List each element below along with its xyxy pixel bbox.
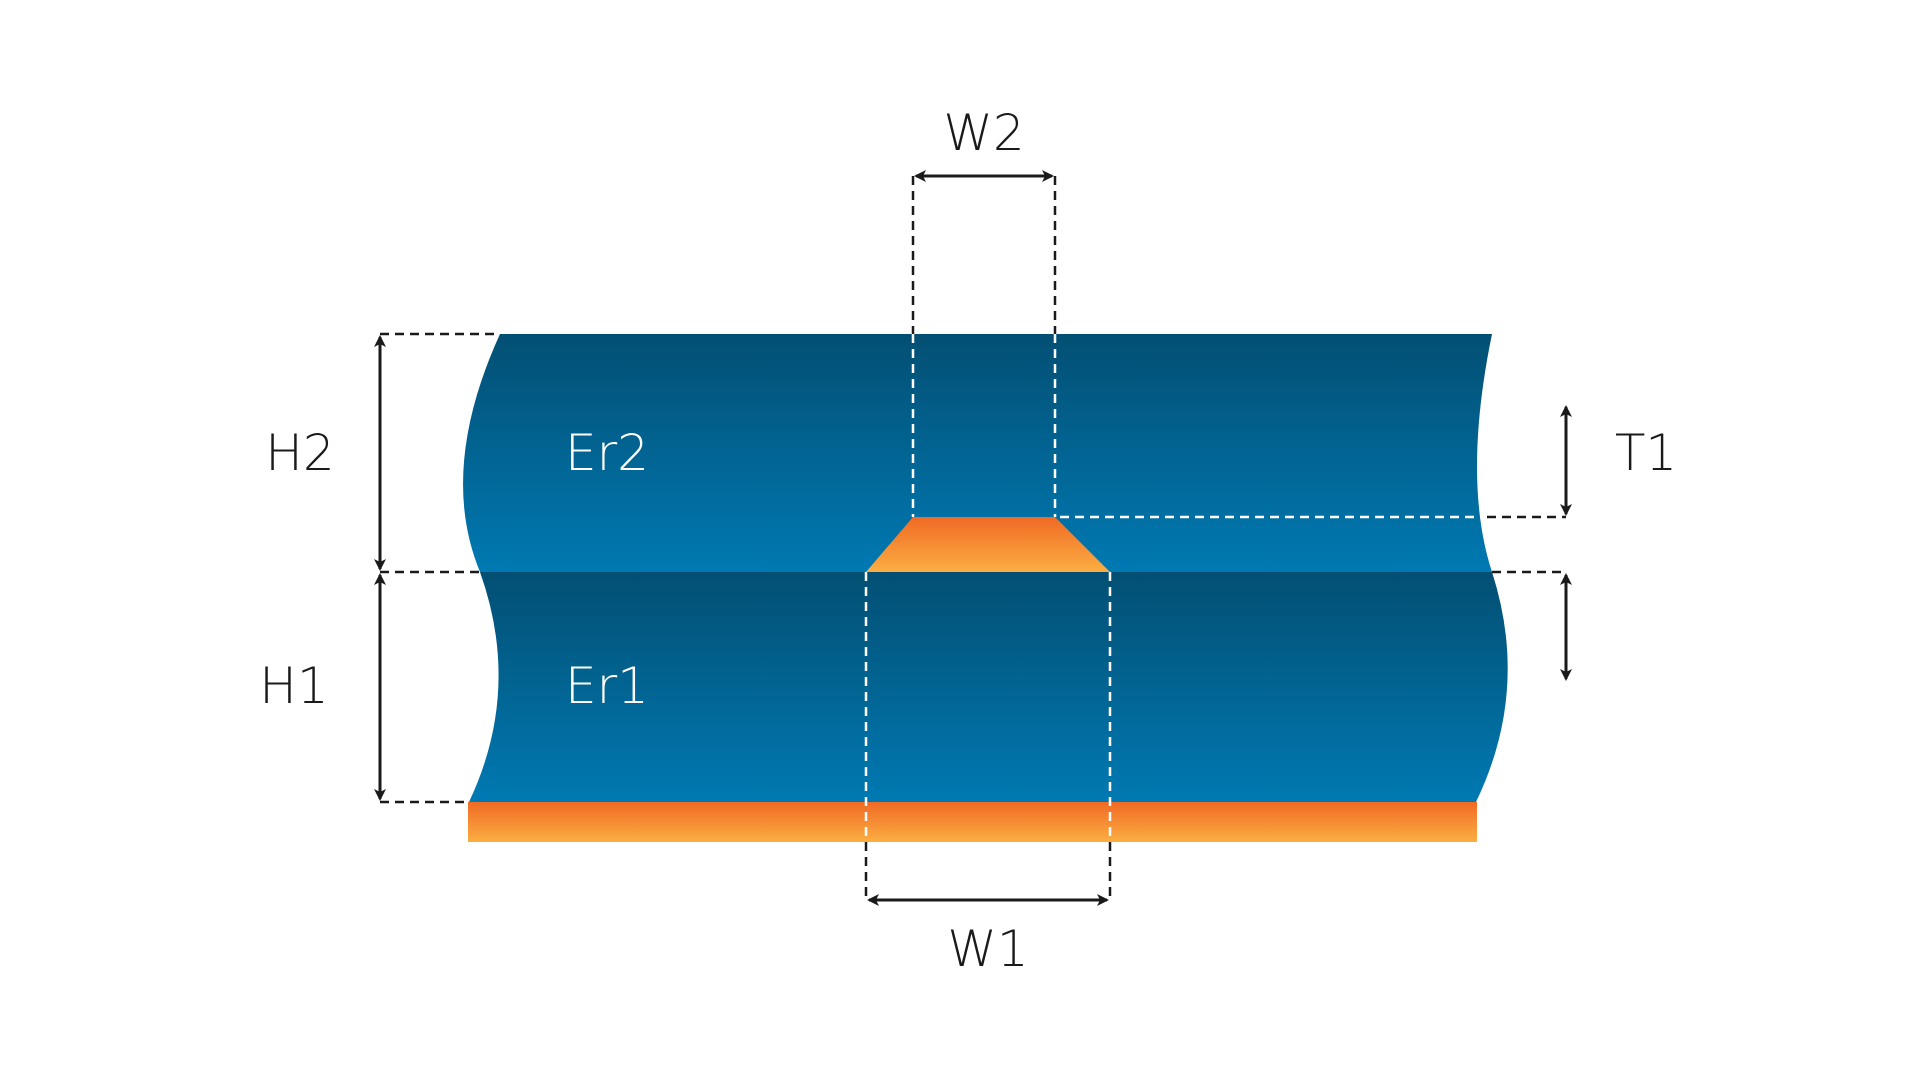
lower-dielectric-layer xyxy=(469,572,1508,802)
h1-label: H1 xyxy=(259,657,328,715)
er1-label: Er1 xyxy=(565,657,649,715)
w1-label: W1 xyxy=(947,920,1028,978)
upper-dielectric-layer xyxy=(463,334,1492,572)
ground-plane xyxy=(468,802,1477,842)
outer-dashed-guides xyxy=(380,176,1566,900)
t1-label: T1 xyxy=(1615,424,1677,482)
signal-trace xyxy=(866,517,1110,572)
w2-label: W2 xyxy=(943,104,1024,162)
h2-label: H2 xyxy=(265,424,334,482)
er2-label: Er2 xyxy=(565,424,649,482)
inner-dashed-guides xyxy=(864,334,1487,842)
